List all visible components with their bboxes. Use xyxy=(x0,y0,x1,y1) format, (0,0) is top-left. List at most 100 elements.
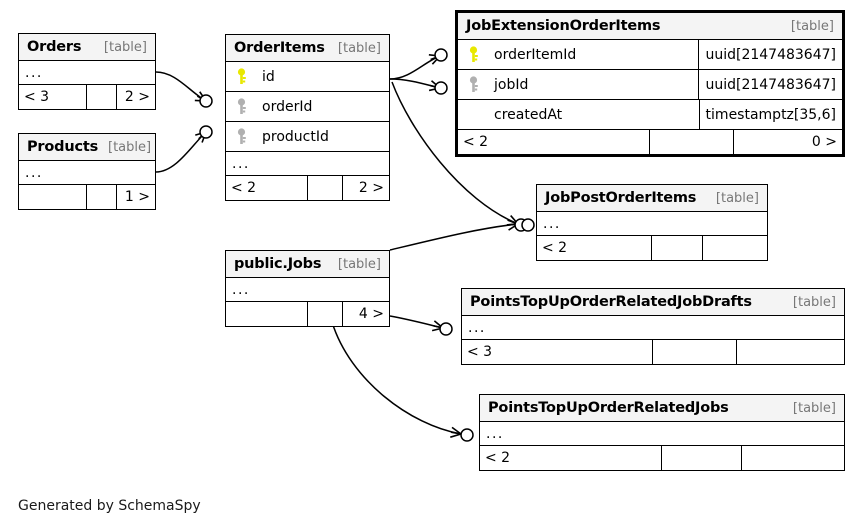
foreign-key-icon xyxy=(237,127,246,144)
table-orders[interactable]: Orders [table]...< 3 2 > xyxy=(18,33,156,110)
foreign-key-icon xyxy=(237,97,246,114)
primary-key-icon xyxy=(237,67,246,84)
edge-endpoint-circle xyxy=(439,322,453,336)
table-points-topup-order-related-jobs[interactable]: PointsTopUpOrderRelatedJobs[table]...< 2 xyxy=(479,394,845,471)
column-type: timestamptz[35,6] xyxy=(698,100,842,129)
table-footer: < 2 2 > xyxy=(226,176,389,200)
column-row[interactable]: createdAt timestamptz[35,6] xyxy=(458,100,842,130)
column-row[interactable]: orderId xyxy=(226,92,389,122)
table-public-jobs[interactable]: public.Jobs [table]... 4 > xyxy=(225,250,390,327)
footer-cell xyxy=(652,236,703,260)
column-type: uuid[2147483647] xyxy=(698,40,842,69)
table-title: JobPostOrderItems [table] xyxy=(537,185,767,212)
footer-cell xyxy=(19,185,87,209)
more-columns-indicator: ... xyxy=(226,278,389,302)
footer-cell xyxy=(226,302,308,326)
table-tag: [table] xyxy=(715,190,759,206)
column-row[interactable]: jobId uuid[2147483647] xyxy=(458,70,842,100)
table-footer: 1 > xyxy=(19,185,155,209)
column-type: uuid[2147483647] xyxy=(698,70,842,99)
foreign-key-icon xyxy=(469,75,478,92)
key-cell xyxy=(226,127,256,146)
column-row[interactable]: productId xyxy=(226,122,389,152)
table-name: Orders xyxy=(27,39,82,55)
key-cell xyxy=(226,97,256,116)
edge-jobs-relatedjobs xyxy=(331,321,462,438)
table-job-extension-order-items[interactable]: JobExtensionOrderItems [table] orderItemId… xyxy=(455,10,845,157)
column-row[interactable]: orderItemId uuid[2147483647] xyxy=(458,40,842,70)
edge-endpoint-circle xyxy=(521,218,535,232)
footer-cell xyxy=(87,85,117,109)
table-title: Products[table] xyxy=(19,134,155,161)
edge-orderitems-jobextension-a xyxy=(389,54,441,80)
edge-jobs-jobdrafts xyxy=(389,315,444,332)
more-columns-indicator: ... xyxy=(480,422,844,446)
column-name: id xyxy=(262,68,275,85)
table-name: OrderItems xyxy=(234,40,325,56)
footer-cell: < 2 xyxy=(458,130,650,154)
footer-cell: < 3 xyxy=(462,340,653,364)
edge-orderitems-jobextension-b xyxy=(389,78,441,92)
edge-endpoint-circle xyxy=(434,81,448,95)
footer-cell: 1 > xyxy=(124,189,150,205)
column-name: orderId xyxy=(262,98,313,115)
key-cell xyxy=(458,45,488,64)
table-tag: [table] xyxy=(792,294,836,310)
column-name: createdAt xyxy=(494,106,563,123)
primary-key-icon xyxy=(469,45,478,62)
table-footer: < 3 xyxy=(462,340,844,364)
table-title: OrderItems [table] xyxy=(226,35,389,62)
footer-cell xyxy=(308,302,344,326)
footer-cell xyxy=(650,130,735,154)
footer-cell xyxy=(742,446,844,470)
edge-endpoint-circle xyxy=(514,218,528,232)
footer-cell xyxy=(737,340,844,364)
table-footer: < 2 xyxy=(537,236,767,260)
table-job-post-order-items[interactable]: JobPostOrderItems [table]...< 2 xyxy=(536,184,768,261)
column-name: jobId xyxy=(494,76,529,93)
table-title: PointsTopUpOrderRelatedJobs[table] xyxy=(480,395,844,422)
footer-cell: 2 > xyxy=(124,89,150,105)
table-tag: [table] xyxy=(792,400,836,416)
key-cell xyxy=(458,75,488,94)
table-tag: [table] xyxy=(790,18,834,34)
table-title: PointsTopUpOrderRelatedJobDrafts[table] xyxy=(462,289,844,316)
table-title: JobExtensionOrderItems [table] xyxy=(458,13,842,40)
table-products[interactable]: Products[table]...1 > xyxy=(18,133,156,210)
table-name: public.Jobs xyxy=(234,256,322,272)
generator-note: Generated by SchemaSpy xyxy=(18,498,201,514)
edge-orders-orderitems xyxy=(155,71,207,102)
table-tag: [table] xyxy=(337,256,381,272)
more-columns-indicator: ... xyxy=(19,61,155,85)
more-columns-indicator: ... xyxy=(226,152,389,176)
table-points-topup-order-related-job-drafts[interactable]: PointsTopUpOrderRelatedJobDrafts[table].… xyxy=(461,288,845,365)
table-footer: 4 > xyxy=(226,302,389,326)
more-columns-indicator: ... xyxy=(462,316,844,340)
table-name: JobExtensionOrderItems xyxy=(466,18,661,34)
footer-cell xyxy=(662,446,743,470)
edge-products-orderitems xyxy=(155,131,207,173)
table-tag: [table] xyxy=(103,39,147,55)
table-order-items[interactable]: OrderItems [table] id orderId productId...< … xyxy=(225,34,390,201)
table-footer: < 2 xyxy=(480,446,844,470)
column-row[interactable]: id xyxy=(226,62,389,92)
footer-cell: 4 > xyxy=(358,306,384,322)
footer-cell: < 2 xyxy=(537,236,652,260)
footer-cell xyxy=(703,236,767,260)
footer-cell xyxy=(87,185,117,209)
footer-cell: < 2 xyxy=(480,446,662,470)
table-title: Orders [table] xyxy=(19,34,155,61)
footer-cell: < 2 xyxy=(226,176,308,200)
table-name: JobPostOrderItems xyxy=(545,190,697,206)
edge-endpoint-circle xyxy=(460,428,474,442)
footer-cell xyxy=(308,176,344,200)
footer-cell: 2 > xyxy=(358,180,384,196)
table-tag: [table] xyxy=(337,40,381,56)
table-title: public.Jobs [table] xyxy=(226,251,389,278)
footer-cell xyxy=(653,340,738,364)
footer-cell: < 3 xyxy=(19,85,87,109)
more-columns-indicator: ... xyxy=(537,212,767,236)
column-name: orderItemId xyxy=(494,46,577,63)
